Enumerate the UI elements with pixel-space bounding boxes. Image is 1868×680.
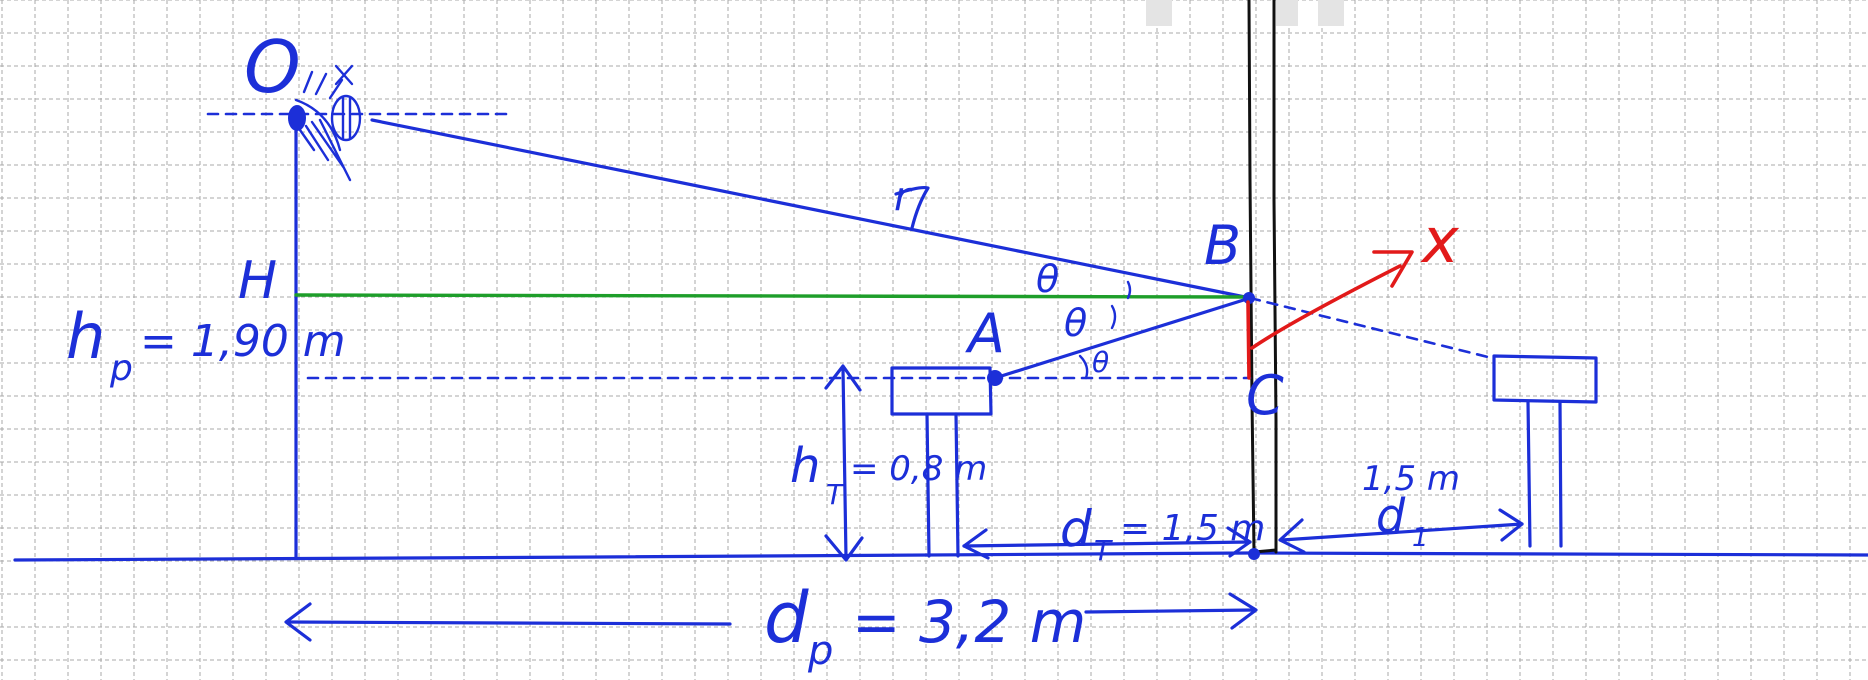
hp-symbol: h [66, 300, 105, 373]
horizontal-hb [294, 293, 1252, 299]
ghost-marks [1146, 0, 1344, 26]
d1-subscript: 1 [1412, 523, 1429, 553]
ht-value: = 0,8 m [850, 449, 987, 489]
hp-value: = 1,90 m [140, 316, 346, 367]
angle-arc-b [1126, 280, 1132, 300]
eye-icon [206, 64, 514, 182]
extension-b [1248, 296, 1494, 360]
label-ht: h T = 0,8 m [790, 438, 987, 511]
label-hp: h p = 1,90 m [66, 300, 346, 389]
d1-distance: 1,5 m [1362, 459, 1460, 499]
label-point-b: B [1204, 214, 1241, 277]
ht-arrow [824, 364, 864, 562]
label-dt: d T = 1,5 m [1060, 500, 1265, 567]
dp-arrow [284, 592, 1258, 642]
label-angle-top: θ [1036, 257, 1059, 301]
label-point-a: A [965, 302, 1005, 365]
label-angle-mid: θ [1064, 301, 1087, 345]
hp-subscript: p [109, 348, 133, 389]
segment-ab [993, 296, 1252, 380]
dp-symbol: d [764, 577, 809, 659]
r-tick [894, 186, 930, 230]
dt-symbol: d [1060, 500, 1092, 558]
label-dp: d p = 3,2 m [764, 577, 1086, 674]
label-hypotenuse-r: r [894, 174, 913, 220]
line-of-sight-r [370, 118, 1252, 300]
red-segment-bc [1246, 300, 1251, 380]
angle-arc-mid [1110, 304, 1117, 330]
label-angle-low: θ [1092, 346, 1109, 379]
red-arrow-x [1250, 250, 1414, 350]
label-point-h: H [238, 251, 277, 311]
dt-value: = 1,5 m [1120, 508, 1265, 549]
ground-mark-dot [1248, 548, 1260, 560]
dt-arrow [962, 526, 1252, 560]
angle-arc-a [1078, 354, 1089, 380]
pillar [1247, 0, 1278, 554]
ht-symbol: h [790, 438, 820, 494]
dt-subscript: T [1094, 534, 1113, 567]
label-observer: O [244, 25, 301, 109]
d1-arrow [1278, 508, 1524, 554]
ht-subscript: T [826, 478, 845, 511]
ground-line [13, 551, 1868, 562]
far-table [1492, 354, 1598, 548]
d1-symbol: d [1376, 489, 1406, 543]
point-b-dot [1243, 292, 1255, 304]
label-red-x: x [1420, 204, 1460, 277]
dp-value: = 3,2 m [852, 588, 1086, 656]
label-d1: 1,5 m d 1 [1362, 459, 1460, 553]
label-point-c: C [1246, 364, 1284, 427]
dp-subscript: p [807, 628, 833, 674]
near-table [890, 366, 993, 558]
